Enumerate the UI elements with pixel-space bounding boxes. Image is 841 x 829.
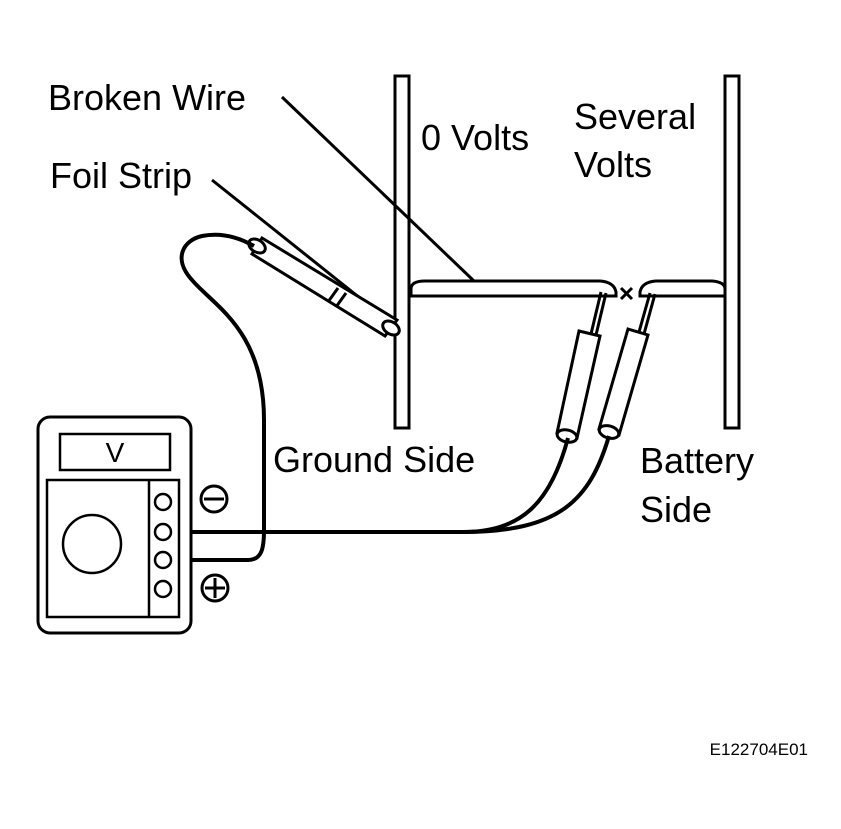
lead-wires xyxy=(172,232,611,562)
jack-1 xyxy=(153,492,173,512)
foil-strip-probe xyxy=(247,235,401,338)
meter-display-text: V xyxy=(106,437,125,468)
ground-side-label: Ground Side xyxy=(273,439,475,480)
several-volts-label-1: Several xyxy=(574,96,696,137)
figure-code: E122704E01 xyxy=(710,740,808,759)
foil-strip-label: Foil Strip xyxy=(50,155,192,196)
jack-negative xyxy=(153,522,173,542)
wire-segments xyxy=(409,279,727,298)
meter-display xyxy=(58,432,172,472)
battery-side-label-1: Battery xyxy=(640,440,754,481)
broken-wire-label: Broken Wire xyxy=(48,77,246,118)
zero-volts-label: 0 Volts xyxy=(421,117,529,158)
battery-probe-body xyxy=(597,327,650,437)
right-post xyxy=(723,74,741,430)
connector-housing xyxy=(393,74,741,430)
plus-symbol xyxy=(200,573,230,603)
left-post xyxy=(393,74,411,430)
battery-probe xyxy=(597,292,657,440)
battery-side-label-2: Side xyxy=(640,489,712,530)
positive-lead-wire xyxy=(172,232,266,562)
broken-wire-leader xyxy=(280,95,476,283)
ground-probe xyxy=(555,291,608,444)
meter-dial xyxy=(61,513,123,575)
break-x-mark xyxy=(619,286,634,301)
multimeter: V xyxy=(36,415,193,635)
minus-symbol xyxy=(199,484,229,514)
battery-probe-lead xyxy=(461,435,611,534)
jack-4 xyxy=(153,579,173,599)
jack-positive xyxy=(153,550,173,570)
wire-segment-ground xyxy=(409,279,618,298)
wire-segment-battery xyxy=(638,279,727,298)
ground-probe-body xyxy=(555,329,602,440)
several-volts-label-2: Volts xyxy=(574,144,652,185)
